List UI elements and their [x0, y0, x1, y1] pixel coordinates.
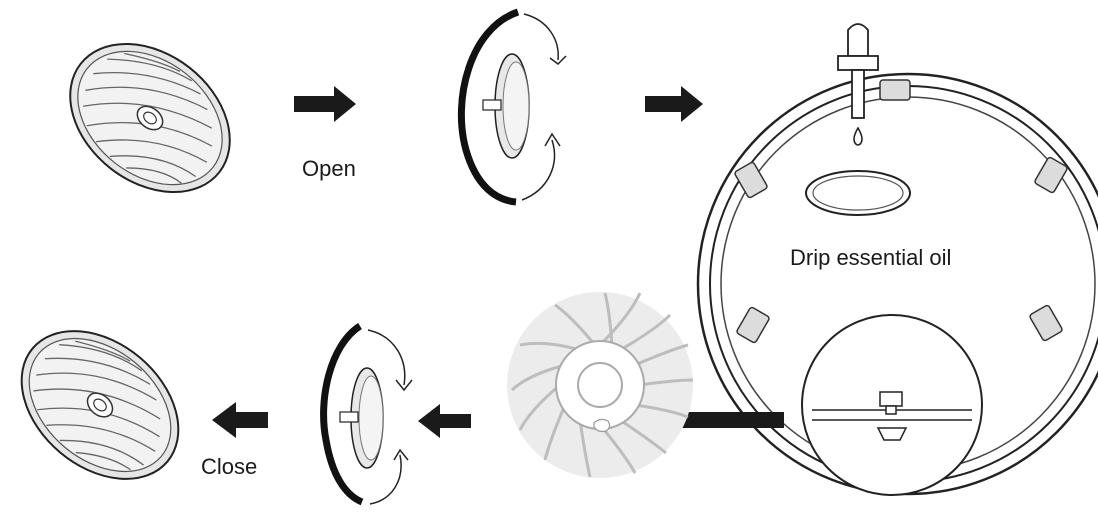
filter-cover-closed-bottom — [20, 330, 180, 480]
cover-rotate-close — [320, 323, 413, 506]
arrow-right-open — [294, 86, 356, 122]
detail-magnifier — [801, 314, 983, 496]
open-label: Open — [302, 156, 356, 181]
cover-rotate-open — [457, 8, 567, 206]
arrow-right-2 — [645, 86, 703, 122]
dropper-icon — [837, 23, 879, 146]
close-label: Close — [201, 454, 258, 479]
arrow-left-long — [620, 400, 784, 440]
fan-wheel — [507, 292, 694, 478]
arrow-left-fan — [418, 404, 471, 438]
drip-essential-oil-label: Drip essential oil — [790, 245, 952, 270]
arrow-left-close — [212, 402, 268, 438]
filter-cover-closed-top — [69, 42, 231, 194]
